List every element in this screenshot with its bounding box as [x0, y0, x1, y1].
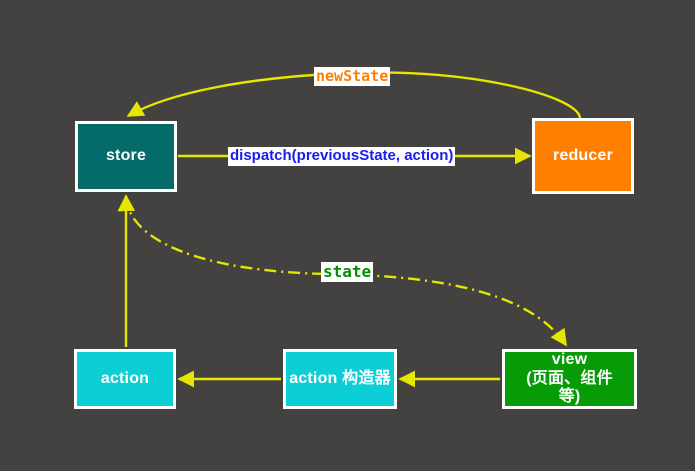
node-action[interactable]: action: [74, 349, 176, 409]
node-action-creator[interactable]: action 构造器: [283, 349, 397, 409]
node-view-label: view (页面、组件 等): [526, 351, 613, 408]
node-store-label: store: [105, 147, 147, 165]
node-view-label-line3: 等): [558, 388, 581, 406]
node-action-creator-label: action 构造器: [289, 369, 391, 387]
edge-label-state: state: [321, 262, 374, 282]
node-reducer[interactable]: reducer: [532, 118, 634, 194]
node-store[interactable]: store: [75, 121, 177, 192]
edge-label-newstate: newState: [314, 67, 391, 86]
node-reducer-label: reducer: [552, 146, 614, 164]
node-view[interactable]: view (页面、组件 等): [502, 349, 637, 409]
node-view-label-line1: view: [551, 350, 588, 368]
edge-label-dispatch: dispatch(previousState, action): [228, 147, 456, 166]
node-view-label-line2: (页面、组件: [526, 369, 613, 387]
node-action-label: action: [100, 369, 150, 387]
